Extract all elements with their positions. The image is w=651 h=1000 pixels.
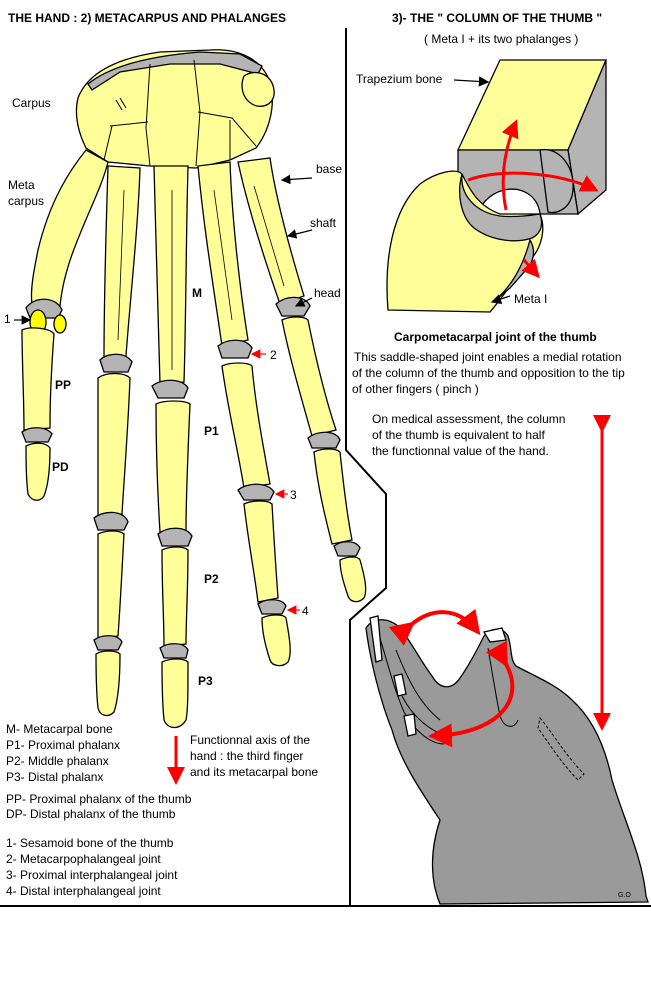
label-m: M bbox=[192, 286, 202, 300]
legend-p3: P3- Distal phalanx bbox=[6, 770, 104, 784]
assessment-line-3: the functionnal value of the hand. bbox=[372, 444, 549, 458]
middle-metacarpal bbox=[153, 165, 189, 385]
legend-dp: DP- Distal phalanx of the thumb bbox=[6, 807, 176, 821]
legend-num-3: 3- Proximal interphalangeal joint bbox=[6, 868, 178, 882]
label-p2: P2 bbox=[204, 572, 219, 586]
label-num-2: 2 bbox=[270, 348, 277, 362]
label-base: base bbox=[316, 162, 343, 176]
legend-num-1: 1- Sesamoid bone of the thumb bbox=[6, 836, 174, 850]
hand-skeleton bbox=[21, 49, 367, 729]
index-metacarpal bbox=[103, 165, 141, 359]
thumb-metacarpal bbox=[30, 149, 109, 307]
pinch-hand-illustration bbox=[365, 608, 649, 905]
label-num-4: 4 bbox=[302, 604, 309, 618]
joint-caption-line-1: This saddle-shaped joint enables a media… bbox=[354, 350, 622, 364]
pinch-hand-skin bbox=[365, 619, 649, 905]
right-title: 3)- THE " COLUMN OF THE THUMB " bbox=[392, 11, 603, 25]
legend-pp: PP- Proximal phalanx of the thumb bbox=[6, 792, 192, 806]
legend-p2: P2- Middle phalanx bbox=[6, 754, 109, 768]
legend-p1: P1- Proximal phalanx bbox=[6, 738, 121, 752]
joint-caption-line-2: of the column of the thumb and oppositio… bbox=[352, 366, 625, 380]
legend-num-2: 2- Metacarpophalangeal joint bbox=[6, 852, 161, 866]
trapezium-joint-illustration bbox=[386, 59, 607, 313]
label-shaft: shaft bbox=[310, 216, 337, 230]
label-num-3: 3 bbox=[290, 488, 297, 502]
label-carpus-2: carpus bbox=[8, 194, 45, 208]
thumb-proximal-phalanx bbox=[21, 327, 55, 431]
assessment-line-1: On medical assessment, the column bbox=[372, 412, 566, 426]
label-meta: Meta bbox=[8, 178, 35, 192]
joint-caption-line-3: of other fingers ( pinch ) bbox=[352, 382, 479, 396]
label-pd: PD bbox=[52, 460, 69, 474]
right-subtitle: ( Meta I + its two phalanges ) bbox=[424, 32, 579, 46]
label-head: head bbox=[314, 286, 341, 300]
left-title: THE HAND : 2) METACARPUS AND PHALANGES bbox=[8, 11, 287, 25]
legend-m: M- Metacarpal bone bbox=[6, 722, 113, 736]
little-metacarpal bbox=[237, 157, 305, 305]
left-pointer-arrows bbox=[14, 174, 313, 785]
axis-note-line-2: hand : the third finger bbox=[190, 749, 304, 763]
legend-num-4: 4- Distal interphalangeal joint bbox=[6, 884, 161, 898]
joint-caption-title: Carpometacarpal joint of the thumb bbox=[394, 330, 597, 344]
label-pp: PP bbox=[55, 378, 72, 392]
axis-note-line-1: Functionnal axis of the bbox=[190, 733, 311, 747]
label-carpus: Carpus bbox=[12, 96, 51, 110]
axis-note-line-3: and its metacarpal bone bbox=[190, 765, 319, 779]
frame-lines bbox=[0, 28, 651, 907]
artist-signature: G.O bbox=[618, 892, 631, 899]
label-num-1: 1 bbox=[4, 312, 11, 326]
assessment-line-2: of the thumb is equivalent to half bbox=[372, 428, 545, 442]
thumb-distal-phalanx bbox=[25, 442, 51, 501]
label-meta-one: Meta I bbox=[514, 292, 548, 306]
label-p1: P1 bbox=[204, 424, 219, 438]
label-p3: P3 bbox=[198, 674, 213, 688]
label-trapezium: Trapezium bone bbox=[356, 72, 443, 86]
